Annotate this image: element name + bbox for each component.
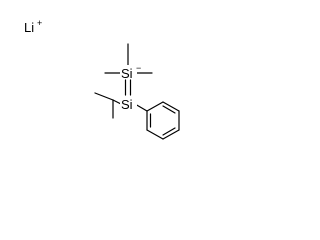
isopropyl-group: [94, 92, 122, 119]
ring-bond-5: [162, 101, 180, 112]
trimethylsilyl-group: [104, 43, 153, 74]
si-si-double-bond: [124, 79, 132, 96]
silylene-silicon-atom: Si: [120, 96, 137, 112]
label-backdrop: [120, 65, 137, 79]
ring-bond-3: [162, 129, 180, 140]
lithium-charge: +: [37, 18, 42, 28]
lithium-cation: Li +: [24, 18, 42, 35]
ring-inner-bond-b: [162, 127, 176, 136]
ring-inner-bond-c: [162, 105, 176, 114]
ring-bond-2: [146, 129, 164, 140]
lithium-symbol: Li: [24, 20, 34, 35]
silicon-symbol-bottom: Si: [121, 97, 133, 112]
bond-isopropyl-methyl-upper: [94, 92, 114, 101]
structure-diagram: Li + Si − Si: [24, 18, 180, 140]
anionic-silicon-atom: Si −: [120, 63, 141, 81]
bond-si-isopropyl-ch: [112, 99, 122, 105]
silicon-symbol-top: Si: [121, 66, 133, 81]
ring-bond-6: [146, 101, 164, 112]
label-backdrop: [120, 96, 137, 110]
silicon-charge: −: [136, 63, 141, 73]
phenyl-group: [134, 101, 180, 140]
